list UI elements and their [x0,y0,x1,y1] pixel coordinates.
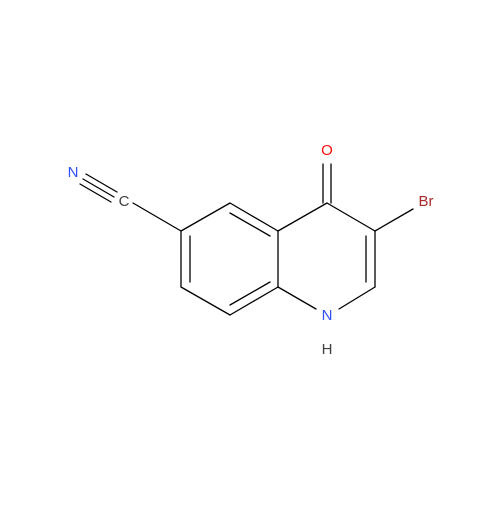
bond-triple-c [79,183,112,203]
bond-c6-cn [132,202,182,232]
atom-label-bromine: Br [419,193,434,210]
atom-label-nitrile-n: N [68,164,79,181]
bond-c2-n1 [338,286,376,310]
bond-c4a-c5 [229,202,279,232]
atom-label-carbonyl-o: O [321,142,333,159]
bond-c3-br [374,208,414,232]
atom-label-ring-nh-h: H [322,341,333,358]
bond-c4a-c4 [277,202,328,232]
bond-c7-c8 [180,286,231,316]
bond-c8-c8a [229,286,279,316]
bond-triple-a [82,178,115,198]
atom-label-ring-n: N [322,307,333,324]
bond-c4-c3 [326,202,376,232]
bond-layer [79,163,414,316]
atom-label-nitrile-c: C [119,193,130,210]
bond-n1-c8a [277,286,317,310]
bond-c8-c8a-inner [229,281,271,306]
atom-label-layer: N C O Br N H [68,142,434,358]
bond-triple-b [85,173,118,193]
bond-c4a-c5-inner [229,212,271,237]
bond-c5-c6 [180,202,231,232]
